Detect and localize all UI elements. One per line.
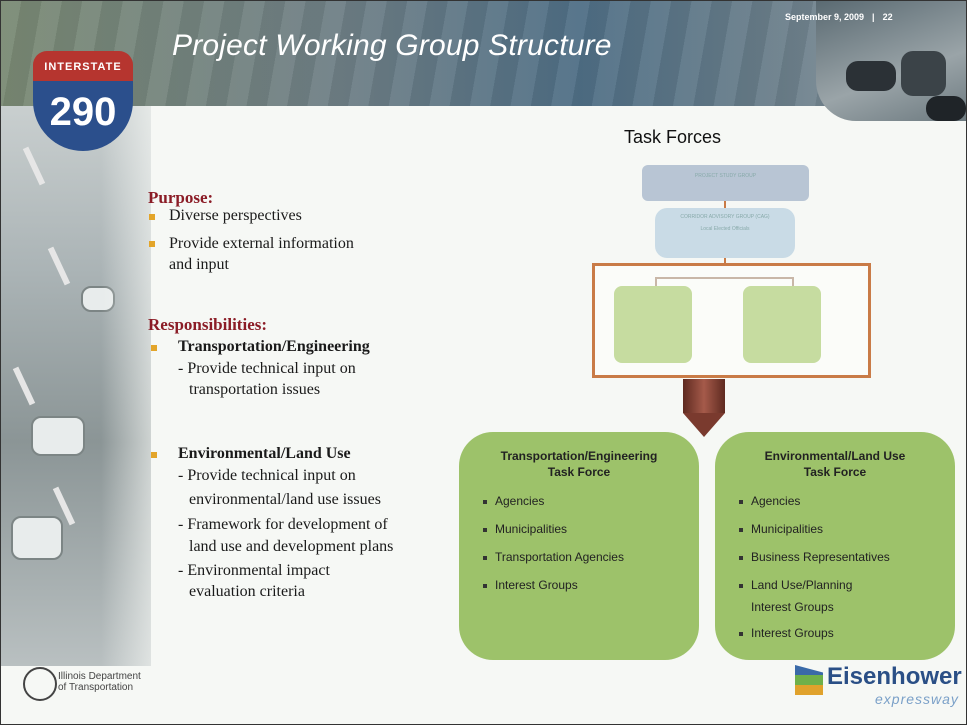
env-line: environmental/land use issues [189, 491, 381, 508]
env-line: - Framework for development of [178, 516, 388, 533]
photo-fade [101, 106, 181, 666]
list-item: Interest Groups [483, 578, 578, 592]
bullet-icon [483, 583, 487, 588]
list-item: Municipalities [739, 522, 823, 536]
eisenhower-logo: Eisenhower expressway [795, 661, 962, 711]
project-study-group-box: PROJECT STUDY GROUP [642, 165, 809, 201]
bullet-icon [739, 499, 743, 504]
psg-label: PROJECT STUDY GROUP [694, 173, 757, 179]
list-item-label: Agencies [751, 494, 801, 508]
env-line: evaluation criteria [189, 583, 305, 600]
shield-number: 290 [33, 81, 133, 151]
box-heading-line: Task Force [547, 465, 611, 479]
connector-line [655, 277, 657, 287]
list-item-label: Agencies [495, 494, 545, 508]
box-heading-line: Environmental/Land Use [764, 449, 906, 463]
list-item: Land Use/Planning [739, 578, 852, 592]
list-item: Transportation Agencies [483, 550, 624, 564]
purpose-item: Diverse perspectives [169, 207, 302, 224]
connector-line [792, 277, 794, 287]
purpose-item: Provide external information [169, 235, 354, 252]
slide-title: Project Working Group Structure [172, 29, 612, 62]
mini-transport-box [614, 286, 692, 363]
idot-line: of Transportation [58, 682, 134, 693]
list-item: Municipalities [483, 522, 567, 536]
shield-label: INTERSTATE [33, 51, 133, 81]
list-item-label: Business Representatives [751, 550, 890, 564]
list-item-label: Transportation Agencies [495, 550, 624, 564]
env-line: - Environmental impact [178, 562, 330, 579]
bullet-icon [739, 631, 743, 636]
list-item-label: Municipalities [495, 522, 568, 536]
slide-number: 22 [882, 12, 893, 22]
box-heading-line: Task Force [803, 465, 867, 479]
bullet-icon [151, 452, 157, 458]
transport-line: transportation issues [189, 381, 321, 398]
vehicle-photo [31, 416, 85, 456]
idot-wordmark: Illinois Department of Transportation [58, 671, 178, 693]
separator: | [872, 12, 875, 22]
purpose-item-continued: and input [169, 256, 229, 273]
environment-task-force-box: Environmental/Land Use Task Force Agenci… [715, 432, 955, 660]
header-banner [1, 1, 966, 106]
responsibilities-heading: Responsibilities: [148, 315, 268, 334]
corridor-advisory-group-box: CORRIDOR ADVISORY GROUP (CAG) Local Elec… [655, 208, 795, 258]
list-item-label: Interest Groups [751, 626, 834, 640]
transport-heading: Transportation/Engineering [178, 338, 370, 355]
bullet-icon [739, 583, 743, 588]
connector-line [724, 258, 726, 266]
traffic-photo [816, 1, 966, 121]
bullet-icon [151, 345, 157, 351]
transport-task-force-box: Transportation/Engineering Task Force Ag… [459, 432, 699, 660]
env-line: land use and development plans [189, 538, 394, 555]
bullet-icon [149, 214, 155, 220]
car-photo [846, 61, 896, 91]
date-page: September 9, 2009 | 22 [785, 12, 893, 22]
down-arrow-tip [683, 413, 725, 437]
mini-environment-box [743, 286, 821, 363]
task-forces-title: Task Forces [624, 127, 722, 147]
transport-line: - Provide technical input on [178, 360, 356, 377]
list-item-continued: Interest Groups [751, 600, 834, 614]
bullet-icon [483, 499, 487, 504]
bullet-icon [149, 241, 155, 247]
purpose-heading: Purpose: [148, 188, 214, 207]
idot-emblem-icon [23, 667, 57, 701]
box-heading-line: Transportation/Engineering [500, 449, 658, 463]
interstate-shield-icon: INTERSTATE 290 [33, 51, 133, 161]
bullet-icon [483, 555, 487, 560]
vehicle-photo [11, 516, 63, 560]
eisenhower-subtitle: expressway [875, 691, 959, 707]
lane-marking [12, 366, 36, 406]
cag-label: CORRIDOR ADVISORY GROUP (CAG) [680, 214, 770, 220]
list-item: Business Representatives [739, 550, 890, 564]
bullet-icon [483, 527, 487, 532]
idot-line: Illinois Department [58, 671, 141, 682]
connector-line [655, 277, 793, 279]
car-photo [901, 51, 946, 96]
env-heading: Environmental/Land Use [178, 445, 351, 462]
env-line: - Provide technical input on [178, 467, 356, 484]
list-item-label: Interest Groups [495, 578, 578, 592]
list-item: Agencies [483, 494, 544, 508]
box-heading: Transportation/Engineering Task Force [459, 448, 699, 480]
list-item-label: Land Use/Planning [751, 578, 853, 592]
connector-line [724, 201, 726, 208]
list-item-label: Municipalities [751, 522, 824, 536]
bullet-icon [739, 555, 743, 560]
header-texture [1, 1, 966, 106]
down-arrow-icon [683, 379, 725, 413]
cag-sub-label: Local Elected Officials [700, 226, 750, 232]
list-item: Interest Groups [739, 626, 834, 640]
lane-marking [47, 246, 71, 286]
slide-date: September 9, 2009 [785, 12, 865, 22]
bullet-icon [739, 527, 743, 532]
box-heading: Environmental/Land Use Task Force [715, 448, 955, 480]
eisenhower-mark-icon [795, 665, 823, 695]
car-photo [926, 96, 966, 121]
eisenhower-name: Eisenhower [827, 663, 962, 690]
list-item: Agencies [739, 494, 800, 508]
